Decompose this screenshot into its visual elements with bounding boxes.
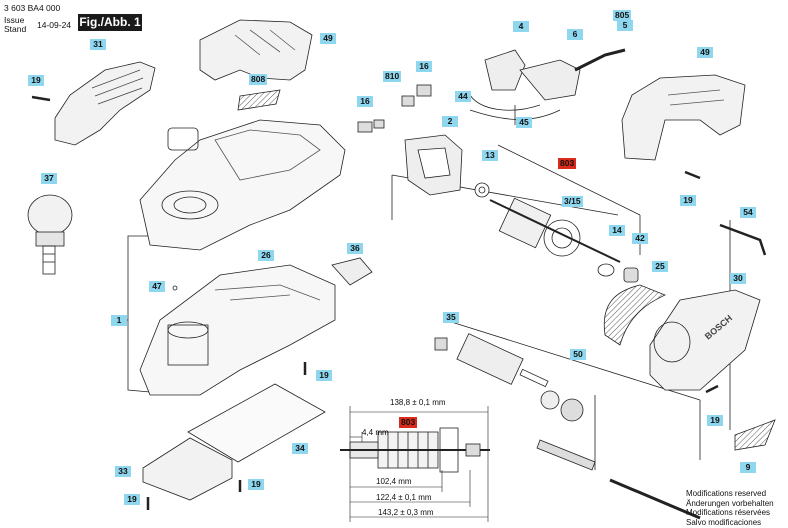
dimension-text: 143,2 ± 0,3 mm [378,508,434,517]
part-label: 3/15 [562,196,583,207]
part-50-bearing [540,390,560,410]
part-label: 808 [249,74,268,85]
blade [536,439,596,471]
part-label: 49 [320,33,336,44]
part-label: 16 [357,96,373,107]
modification-notes: Modifications reserved Änderungen vorbeh… [686,489,774,527]
part-label-highlighted: 803 [399,417,418,428]
part-808-label [237,89,281,111]
dimension-lines [349,406,489,522]
part-label: 50 [570,349,586,360]
part-54-hex-key [719,223,767,256]
part-label: 33 [115,466,131,477]
part-label: 19 [28,75,44,86]
part-label: 35 [443,312,459,323]
part-label: 42 [632,233,648,244]
part-label: 54 [740,207,756,218]
part-armature [489,197,621,263]
part-30-belt-cover [649,289,761,391]
part-25-belt [603,284,666,346]
part-label: 37 [41,173,57,184]
part-33-sole [142,437,233,501]
note-line: Salvo modificaciones [686,517,762,527]
part-37-knob [27,194,73,236]
armature-dimension-drawing [340,427,490,473]
part-label: 810 [383,71,402,82]
part-label: 9 [740,462,756,473]
upper-housing [139,119,346,251]
part-label-highlighted: 803 [558,158,577,169]
part-label: 30 [730,273,746,284]
figure-label: Fig./Abb. 1 [78,14,142,31]
stand-label: Stand [4,24,27,34]
part-13-washer [474,182,490,198]
dimension-text: 102,4 mm [376,477,412,486]
frame-line-left [113,235,150,321]
part-36-clip [331,257,373,286]
part-label: 19 [124,494,140,505]
part-label: 36 [347,243,363,254]
part-4-switch [484,49,526,91]
part-label: 1 [111,315,127,326]
note-line: Modifications réservées [686,508,771,517]
part-label: 49 [697,47,713,58]
part-label: 19 [316,370,332,381]
part-label: 31 [90,39,106,50]
part-label: 2 [442,116,458,127]
part-label: 45 [516,117,532,128]
part-label: 5 [617,20,633,31]
screw-19-a [31,95,51,102]
issue-date: 14-09-24 [37,20,72,30]
frame-line-housing [127,320,151,393]
part-label: 44 [455,91,471,102]
part-label: 4 [513,21,529,32]
part-35-bushing [434,337,448,351]
note-line: Modifications reserved [686,489,767,498]
part-34-plate [187,383,326,463]
issue-label: Issue [4,15,25,25]
part-label: 34 [292,443,308,454]
planer-drum [456,333,549,388]
part-31-side-cover [54,61,156,146]
part-label: 19 [248,479,264,490]
dimension-text: 122,4 ± 0,1 mm [376,493,432,502]
part-label: 26 [258,250,274,261]
part-label: 13 [482,150,498,161]
part-9-label [734,419,776,451]
part-49-top-cover [199,19,313,81]
part-42-bearing [623,267,639,283]
part-label: 47 [149,281,165,292]
part-label: 805 [613,10,632,21]
part-label: 6 [567,29,583,40]
part-49-handle [621,74,746,161]
part-label: 14 [609,225,625,236]
lower-housing [139,264,336,396]
document-number: 3 603 BA4 000 [4,3,61,13]
part-16-brush [357,121,373,133]
dimension-text: 138,8 ± 0,1 mm [390,398,446,407]
part-14-washer [597,263,615,277]
part-label: 19 [680,195,696,206]
part-label: 16 [416,61,432,72]
part-label: 19 [707,415,723,426]
dimension-text: 4,4 mm [362,428,389,437]
part-label: 25 [652,261,668,272]
note-line: Änderungen vorbehalten [686,498,774,508]
